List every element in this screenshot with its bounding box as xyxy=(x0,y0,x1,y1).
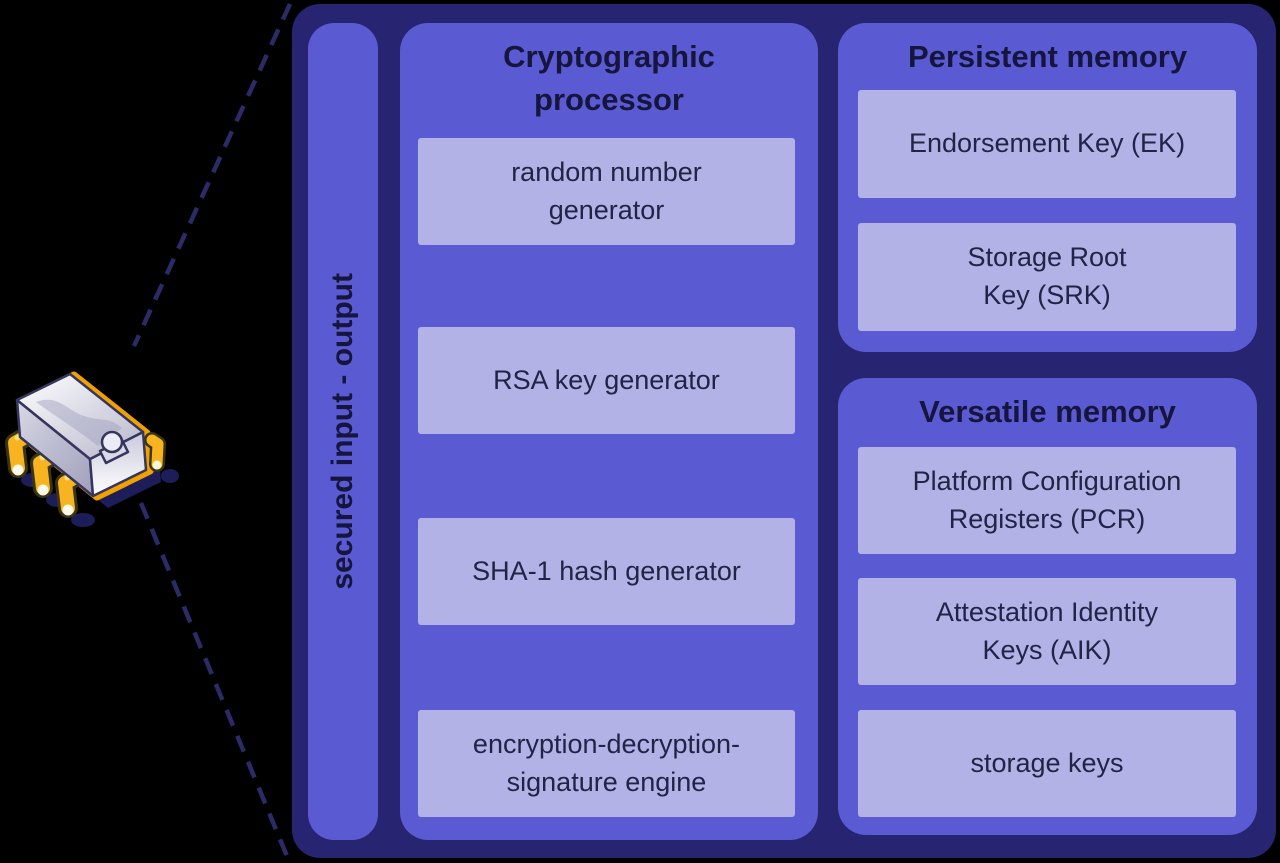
item-sha1-hash-generator: SHA-1 hash generator xyxy=(418,518,795,625)
cryptographic-processor-title: Cryptographic processor xyxy=(503,39,715,117)
persistent-memory-title: Persistent memory xyxy=(907,39,1188,74)
section-versatile-memory: Versatile memory Platform Configuration … xyxy=(838,378,1257,835)
secured-io-bar: secured input - output xyxy=(308,23,378,840)
callout-line-top xyxy=(131,3,293,347)
secured-io-label: secured input - output xyxy=(326,273,359,590)
versatile-memory-title: Versatile memory xyxy=(919,394,1176,429)
section-persistent-memory: Persistent memory Endorsement Key (EK) S… xyxy=(838,23,1257,352)
item-attestation-identity-keys: Attestation Identity Keys (AIK) xyxy=(858,578,1236,685)
item-endorsement-key: Endorsement Key (EK) xyxy=(858,90,1236,198)
item-storage-keys: storage keys xyxy=(858,710,1236,817)
tpm-chip-icon xyxy=(5,371,179,527)
item-platform-configuration-registers: Platform Configuration Registers (PCR) xyxy=(858,447,1236,554)
chip-pin-right xyxy=(144,432,166,472)
item-storage-root-key: Storage Root Key (SRK) xyxy=(858,223,1236,331)
item-random-number-generator: random number generator xyxy=(418,138,795,245)
chip-reflection xyxy=(36,399,122,446)
tpm-outer-box: secured input - output Cryptographic pro… xyxy=(292,4,1276,858)
chip-notch xyxy=(98,430,130,465)
item-rsa-key-generator: RSA key generator xyxy=(418,327,795,434)
section-cryptographic-processor: Cryptographic processor random number ge… xyxy=(400,23,818,840)
item-encryption-decryption-signature-engine: encryption-decryption- signature engine xyxy=(418,710,795,817)
